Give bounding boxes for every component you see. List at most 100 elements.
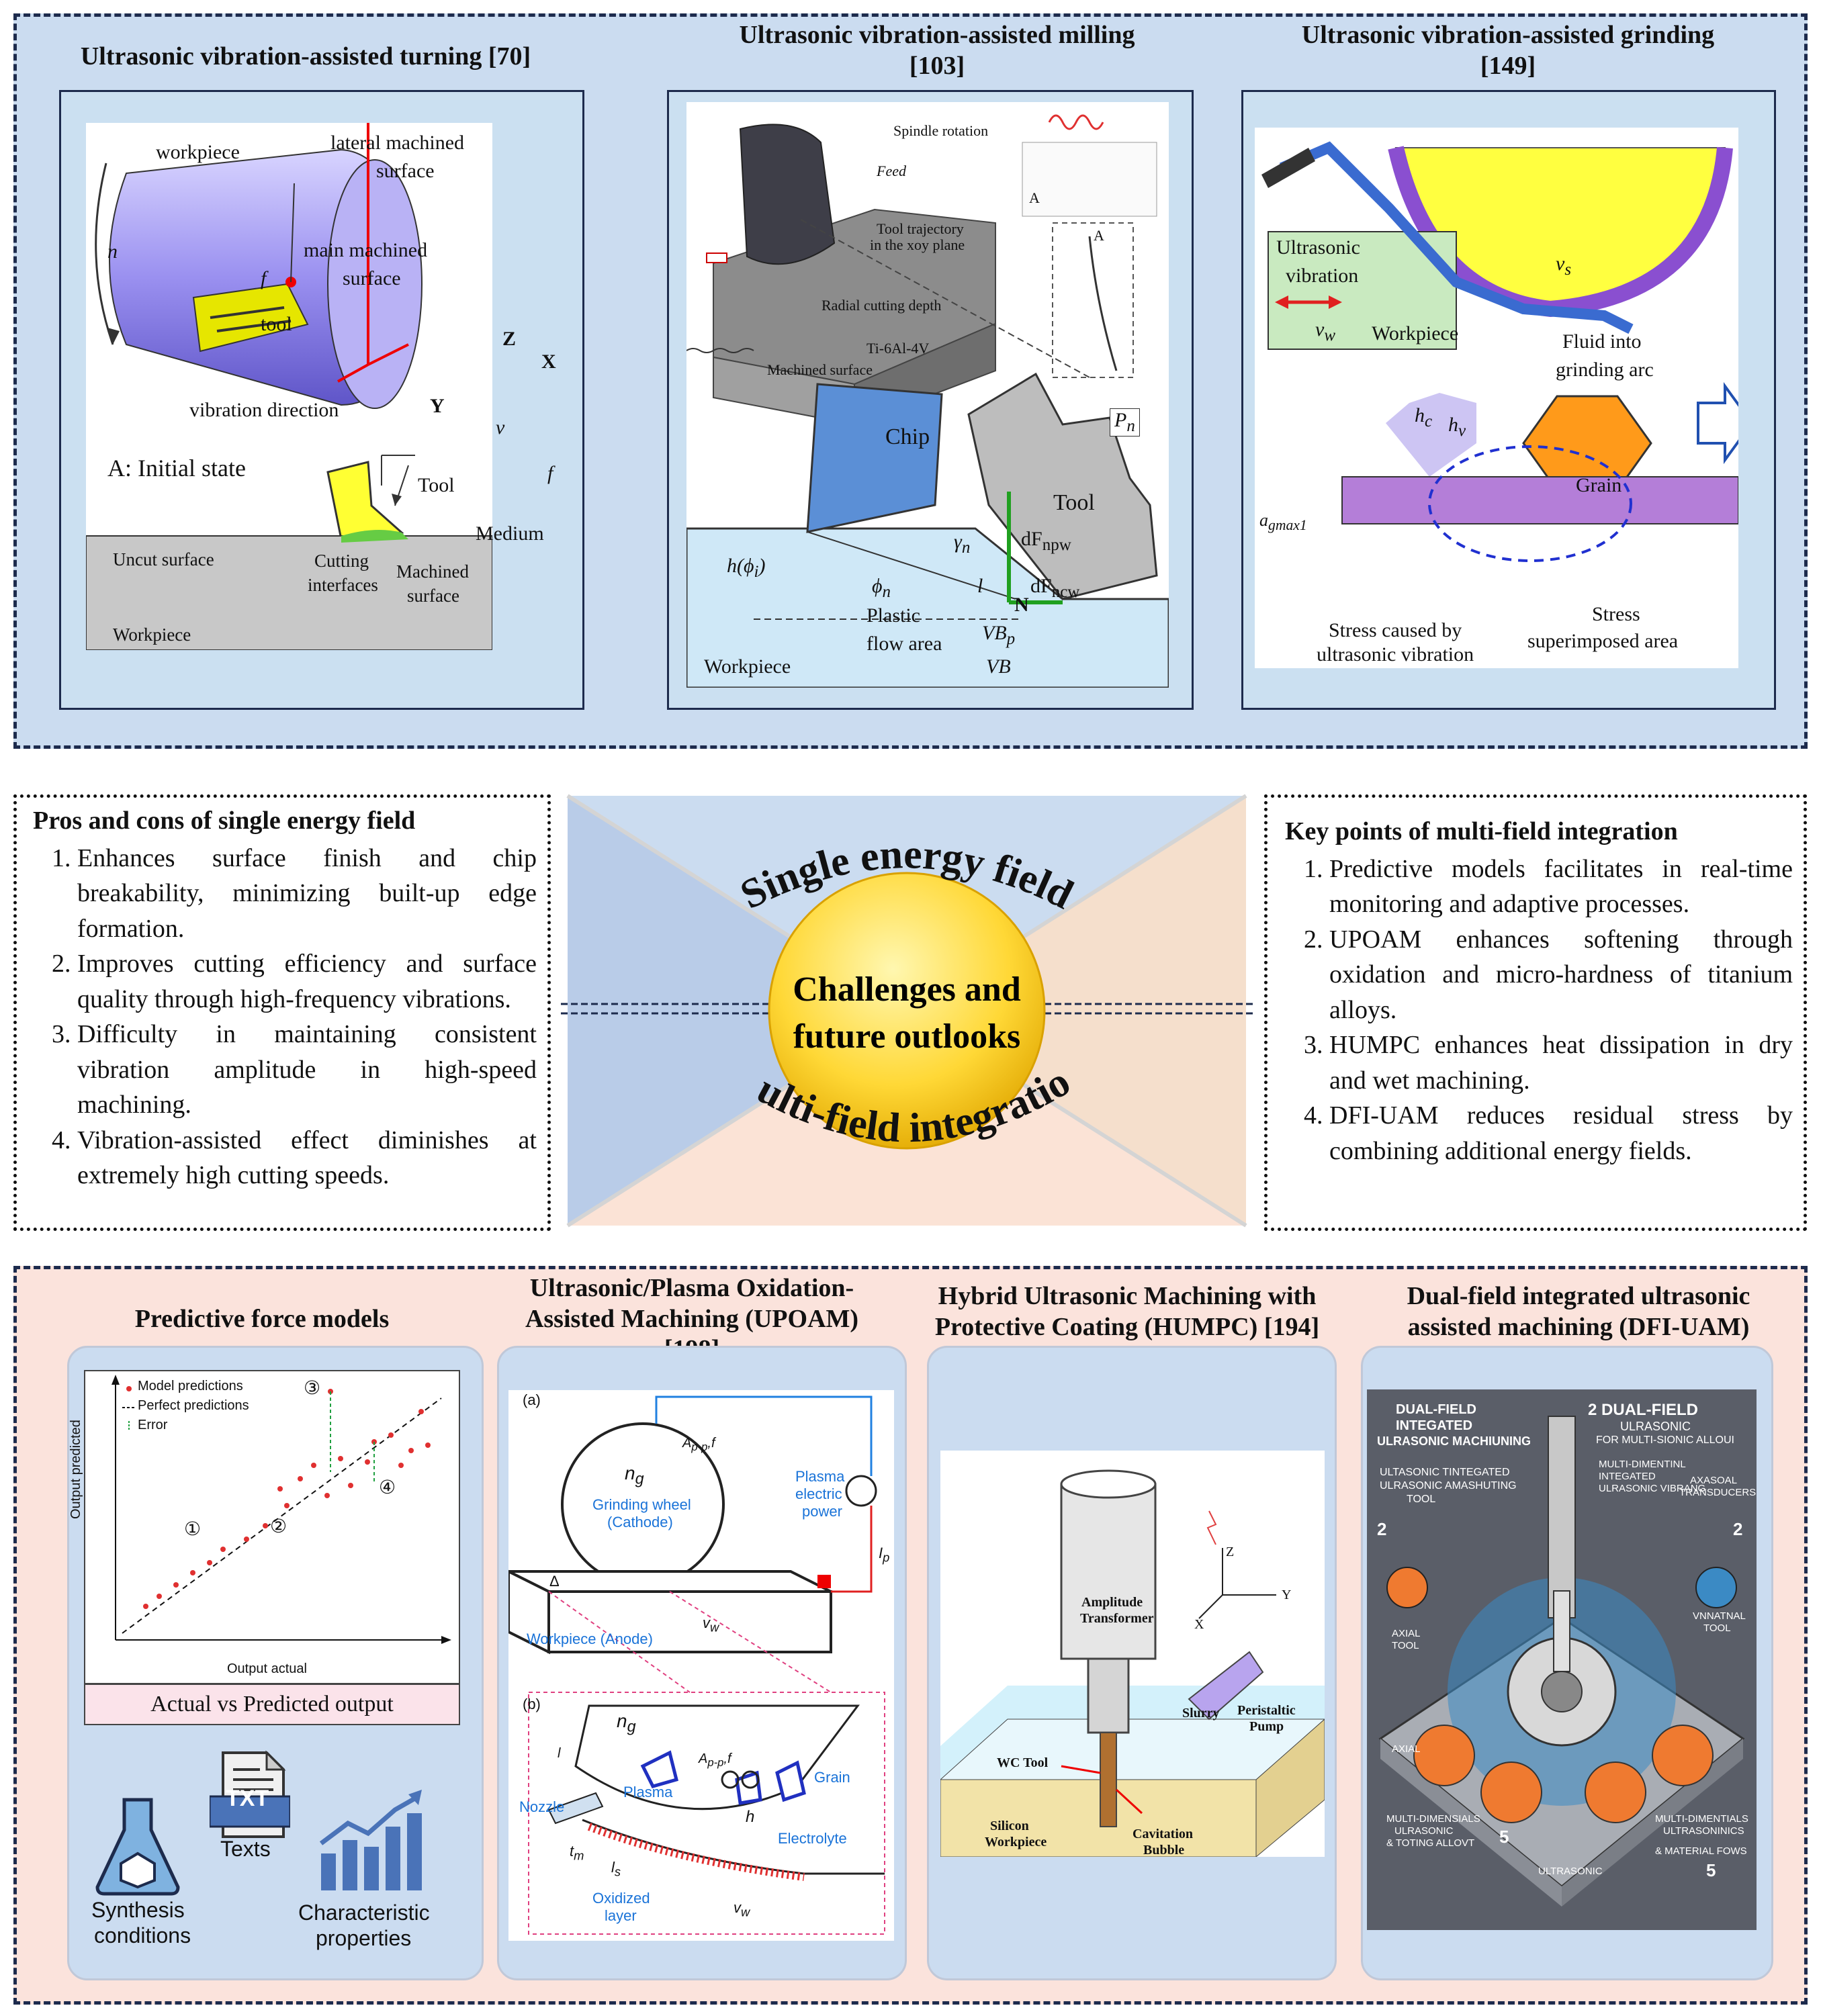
label-app2-end: ,f [723, 1751, 731, 1766]
label-wc-tool: WC Tool [997, 1755, 1049, 1770]
predictive-title: Predictive force models [134, 1305, 390, 1333]
label-tool: tool [261, 313, 292, 335]
label-ti-6al-4v: Ti-6Al-4V [867, 340, 930, 357]
label-characteristic-l1: Characteristic [298, 1900, 430, 1925]
legend-model-predictions: Model predictions [138, 1379, 243, 1393]
label-app-end: ,f [707, 1436, 715, 1451]
label-plastic-l1: Plastic [867, 604, 920, 627]
key-points-list: Predictive models facilitates in real-ti… [1285, 852, 1793, 1169]
label-vw2-main: v [734, 1899, 741, 1916]
label-oxidized-l1: Oxidized [592, 1890, 650, 1907]
dfi-text-12: ULRASONIC VIBRANG [1599, 1483, 1706, 1494]
label-hv: hv [1448, 414, 1466, 441]
growth-icon-svg [319, 1790, 422, 1890]
dfi-text-6: FOR MULTI-SIONIC ALLOUI [1596, 1434, 1734, 1446]
list-item: Improves cutting efficiency and surface … [77, 946, 537, 1017]
upoam-image [507, 1390, 894, 1941]
label-stress-l1: Stress [1592, 603, 1640, 625]
label-vbp: VBp [982, 622, 1015, 649]
label-gamma-main: γ [954, 531, 962, 553]
label-dfnpw-sub: npw [1042, 536, 1071, 554]
label-workpiece-grinding: Workpiece [1372, 322, 1459, 345]
label-electrolyte: Electrolyte [778, 1830, 847, 1847]
label-plasma: Plasma [623, 1784, 673, 1800]
label-caused-l2: ultrasonic vibration [1317, 643, 1474, 666]
label-hc-main: h [1415, 404, 1425, 426]
label-vw-upoam-sub: w [710, 1620, 719, 1635]
label-gamma: γn [954, 531, 970, 557]
label-cavitation-l1: Cavitation [1132, 1827, 1193, 1841]
label-vbp-main: VB [982, 622, 1007, 644]
dfi-text-10: MULTI-DIMENTINL [1599, 1459, 1686, 1470]
flask-icon [94, 1796, 181, 1897]
label-ultrasonic-vibration-l2: vibration [1286, 265, 1359, 287]
marker-3: ③ [304, 1378, 321, 1399]
humpc-title: Hybrid Ultrasonic Machining with Protect… [899, 1281, 1356, 1342]
flask-icon-svg [95, 1798, 180, 1896]
label-vw2-sub: w [741, 1905, 750, 1919]
label-pn: Pn [1110, 408, 1140, 437]
label-ls-sub: s [614, 1864, 621, 1879]
label-plasma-power-l2: electric [795, 1485, 842, 1502]
label-amplitude-l2: Transformer [1080, 1611, 1154, 1626]
label-vw-sub: w [1324, 326, 1336, 345]
dfi-title: Dual-field integrated ultrasonic assiste… [1357, 1281, 1800, 1342]
dfi-text-18: TOOL [1392, 1640, 1419, 1651]
legend-error: Error [138, 1418, 168, 1432]
label-amplitude-l1: Amplitude [1081, 1595, 1143, 1610]
label-cutting-l1: Cutting [314, 551, 369, 571]
label-synthesis-l2: conditions [94, 1923, 191, 1948]
label-vw2-upoam: vw [734, 1899, 750, 1919]
dfi-text-11: INTEGATED [1599, 1471, 1656, 1482]
dfi-text-23: ULRASONIC [1394, 1825, 1454, 1837]
scatter-points [143, 1389, 431, 1609]
label-agmax-main: a [1259, 510, 1268, 530]
legend-perfect-predictions: Perfect predictions [138, 1398, 249, 1413]
label-b-subfigure: (b) [523, 1696, 541, 1712]
label-workpiece-anode: Workpiece (Anode) [527, 1631, 653, 1647]
label-dfncw: dFncw [1030, 575, 1079, 602]
dfi-text-4: 2 DUAL-FIELD [1588, 1401, 1698, 1419]
label-a-subfigure: (a) [523, 1391, 541, 1408]
dfi-diagram [1367, 1389, 1757, 1930]
list-item: Enhances surface finish and chip breakab… [77, 841, 537, 946]
dfi-text-8: ULRASONIC AMASHUTING [1380, 1480, 1517, 1492]
label-lateral-l2: surface [376, 160, 435, 182]
label-workpiece2: Workpiece [113, 625, 191, 645]
label-app2-sub: p-p [707, 1756, 724, 1769]
label-texts: Texts [220, 1837, 271, 1861]
label-medium: Medium [476, 522, 544, 545]
label-ng-main: n [625, 1463, 635, 1483]
milling-title-l2: [103] [909, 51, 965, 80]
y-axis-label: Output predicted [69, 1420, 83, 1519]
label-vw-upoam: vw [703, 1614, 719, 1635]
label-ng-sub: g [635, 1469, 644, 1487]
list-item: Difficulty in maintaining consistent vib… [77, 1017, 537, 1122]
pros-cons-list: Enhances surface finish and chip breakab… [33, 841, 537, 1193]
label-initial-state: A: Initial state [107, 455, 246, 482]
label-spindle-rotation: Spindle rotation [893, 122, 989, 139]
label-ip-main: I [879, 1545, 883, 1561]
humpc-title-l2: Protective Coating (HUMPC) [194] [934, 1312, 1320, 1341]
label-grain: Grain [1576, 474, 1622, 496]
label-hc-sub: c [1425, 412, 1433, 430]
label-f: f [261, 267, 267, 289]
label-h-end: ) [758, 555, 766, 577]
label-trajectory-l1: Tool trajectory [877, 220, 964, 237]
label-phi-n: ϕn [872, 575, 891, 602]
label-vs-sub: s [1564, 261, 1572, 279]
label-radial-depth: Radial cutting depth [821, 297, 942, 314]
list-item: HUMPC enhances heat dissipation in dry a… [1329, 1027, 1793, 1098]
dfi-text-30: 5 [1706, 1860, 1716, 1880]
label-plastic-l2: flow area [867, 633, 942, 655]
dfi-text-5: ULRASONIC [1620, 1420, 1691, 1433]
chart-caption-box: Actual vs Predicted output [84, 1684, 460, 1725]
label-vw-grinding: vw [1315, 318, 1335, 345]
label-h-phi: h(ϕi) [727, 555, 765, 582]
scatter-svg [112, 1375, 451, 1644]
label-chip: Chip [885, 424, 930, 449]
axis-x: X [541, 351, 556, 373]
label-h-sub: i [754, 563, 759, 581]
upoam-title: Ultrasonic/Plasma Oxidation- Assisted Ma… [490, 1273, 893, 1365]
label-ls-main: l [611, 1859, 615, 1876]
